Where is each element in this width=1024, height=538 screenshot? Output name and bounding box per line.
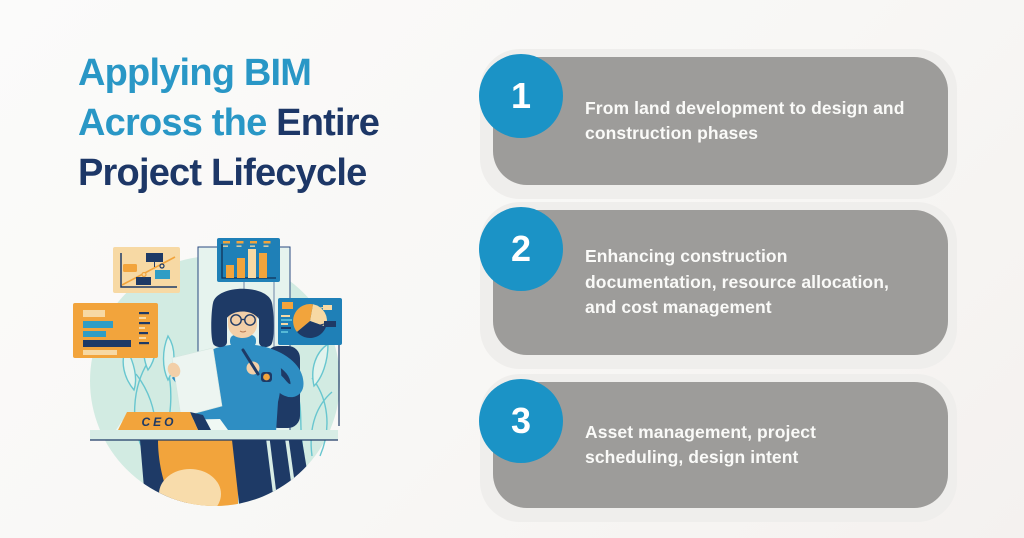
glasses [230, 314, 256, 326]
title-line-3: Project Lifecycle [78, 152, 367, 194]
step-number-badge: 2 [479, 207, 563, 291]
clipboard-paper [171, 347, 223, 418]
title-line-1: Applying BIM [78, 52, 312, 94]
step-number-badge: 3 [479, 379, 563, 463]
title-line-2-blue: Across the [78, 102, 277, 144]
ceo-label: CEO [141, 415, 176, 429]
step-item-2: 2 Enhancing construction documentation, … [479, 202, 957, 369]
step-text: From land development to design and cons… [585, 97, 905, 144]
bar-chart-panel [217, 238, 280, 282]
ceo-nameplate: CEO [118, 412, 211, 430]
person [167, 288, 304, 432]
list-panel [73, 303, 158, 358]
title-line-2-dark: Entire [276, 102, 380, 144]
flowchart-panel [113, 247, 180, 293]
page-title: Applying BIM Across the Entire Project L… [78, 48, 498, 198]
step-item-3: 3 Asset management, project scheduling, … [479, 374, 957, 522]
pen [241, 348, 260, 376]
step-card: 2 Enhancing construction documentation, … [479, 207, 948, 355]
step-card: 1 From land development to design and co… [479, 54, 948, 185]
step-number-badge: 1 [479, 54, 563, 138]
step-item-1: 1 From land development to design and co… [479, 49, 957, 199]
step-text: Asset management, project scheduling, de… [585, 421, 817, 468]
step-text: Enhancing construction documentation, re… [585, 246, 889, 318]
step-card: 3 Asset management, project scheduling, … [479, 379, 948, 508]
pie-chart-panel [278, 298, 342, 345]
under-desk [140, 439, 314, 506]
ceo-analytics-illustration: CEO [73, 238, 342, 506]
